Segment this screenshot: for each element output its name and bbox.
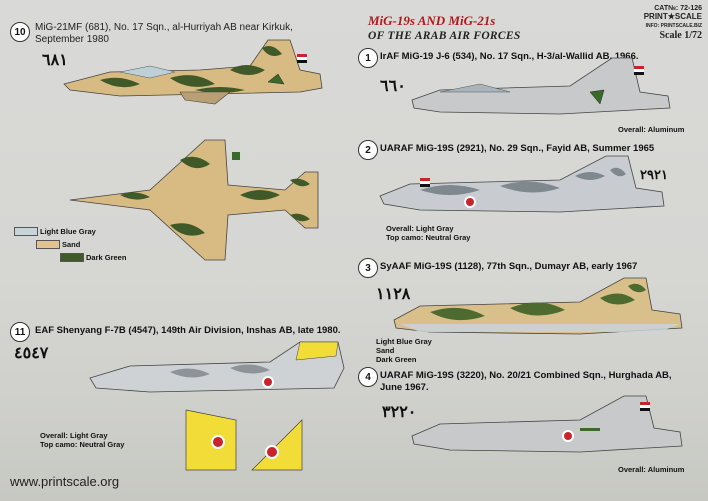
- legend-swatch-sand: [36, 240, 60, 249]
- profile-4-caption2: June 1967.: [380, 382, 429, 393]
- profile-2-note2: Top camo: Neutral Gray: [386, 233, 471, 242]
- legend-label-sand: Sand: [62, 240, 81, 249]
- profile-4-caption: UARAF MiG-19S (3220), No. 20/21 Combined…: [380, 370, 672, 381]
- profile-2-number: 2: [358, 140, 378, 160]
- website-url[interactable]: www.printscale.org: [10, 474, 120, 489]
- legend-label-dark-green: Dark Green: [86, 253, 127, 262]
- profile-11-note1: Overall: Light Gray: [40, 431, 108, 440]
- profile-10-caption: MiG-21MF (681), No. 17 Sqn., al-Hurriyah…: [35, 22, 293, 33]
- profile-4-serial: ٣٢٢٠: [382, 402, 417, 421]
- profile-10-serial: ٦٨١: [42, 50, 68, 69]
- profile-3-legend-1: Light Blue Gray: [376, 337, 432, 346]
- sheet-title: MiG-19s AND MiG-21s: [368, 13, 496, 28]
- profile-2-serial: ٢٩٢١: [640, 168, 668, 183]
- profile-3-number: 3: [358, 258, 378, 278]
- profile-3-caption: SyAAF MiG-19S (1128), 77th Sqn., Dumayr …: [380, 261, 638, 272]
- sheet-subtitle: OF THE ARAB AIR FORCES: [368, 30, 521, 42]
- scale-label: Scale 1/72: [659, 30, 703, 41]
- legend-label-light-blue-gray: Light Blue Gray: [40, 227, 96, 236]
- brand-logo: PRINT★SCALE: [643, 12, 702, 21]
- profile-2-note1: Overall: Light Gray: [386, 224, 454, 233]
- profile-3-legend-2: Sand: [376, 346, 395, 355]
- legend-swatch-dark-green: [60, 253, 84, 262]
- profile-11-serial: ٤٥٤٧: [14, 343, 49, 362]
- profile-3-legend-3: Dark Green: [376, 355, 417, 364]
- profile-11-note2: Top camo: Neutral Gray: [40, 440, 125, 449]
- profile-1-caption: IrAF MiG-19 J-6 (534), No. 17 Sqn., H-3/…: [380, 51, 639, 62]
- profile-11-number: 11: [10, 322, 30, 342]
- cat-number: CAT№: 72-126: [654, 5, 702, 12]
- profile-1-note: Overall: Aluminum: [618, 125, 685, 134]
- profile-2-caption: UARAF MiG-19S (2921), No. 29 Sqn., Fayid…: [380, 143, 655, 154]
- profile-11-caption: EAF Shenyang F-7B (4547), 149th Air Divi…: [35, 325, 341, 336]
- profile-10-number: 10: [10, 22, 30, 42]
- legend-swatch-light-blue-gray: [14, 227, 38, 236]
- profile-1-serial: ٦٦٠: [380, 76, 406, 95]
- profile-1-number: 1: [358, 48, 378, 68]
- profile-10-caption2: September 1980: [35, 34, 109, 45]
- profile-3-serial: ١١٢٨: [376, 284, 411, 303]
- profile-4-note: Overall: Aluminum: [618, 465, 685, 474]
- brand-url: INFO: PRINTSCALE.BIZ: [645, 23, 702, 29]
- profile-4-number: 4: [358, 367, 378, 387]
